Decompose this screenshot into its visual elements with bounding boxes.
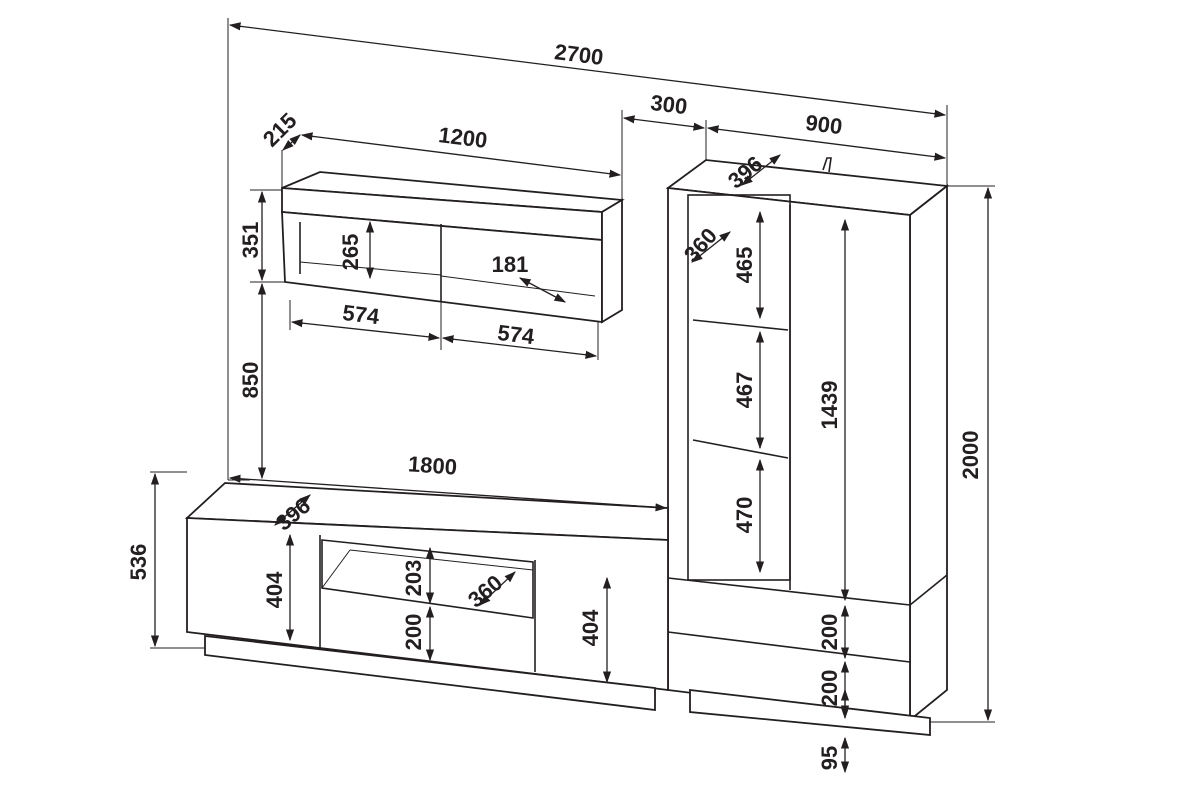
label-mount-height: 850	[238, 362, 263, 399]
label-tv-stand-width: 1800	[407, 451, 458, 479]
label-wall-shelf-depth: 215	[258, 108, 302, 152]
label-tv-door-left: 404	[262, 571, 287, 608]
tv-stand	[184, 482, 669, 712]
label-tall-shelf-top: 465	[732, 247, 757, 284]
label-wall-shelf-width: 1200	[437, 122, 489, 153]
label-tv-stand-height: 536	[126, 544, 151, 581]
label-tall-drawer-bottom: 200	[817, 670, 842, 707]
label-gap: 300	[649, 90, 688, 119]
label-tv-niche-height: 203	[401, 560, 426, 597]
label-tall-door-height: 1439	[817, 381, 842, 430]
label-plinth-height: 95	[817, 746, 842, 770]
label-tall-drawer-top: 200	[817, 614, 842, 651]
label-tall-shelf-middle: 467	[732, 372, 757, 409]
label-wall-shelf-height: 351	[238, 222, 263, 259]
dimension-lines	[150, 22, 993, 774]
label-tv-door-right: 404	[578, 609, 603, 646]
label-section-right: 574	[496, 320, 536, 349]
wall-shelf	[281, 171, 625, 324]
label-wall-shelf-inner-height: 265	[338, 234, 363, 271]
label-wall-shelf-inner-depth: 181	[492, 252, 529, 277]
label-section-left: 574	[341, 300, 381, 329]
label-tall-shelf-bottom: 470	[732, 497, 757, 534]
label-overall-height: 2000	[958, 431, 983, 480]
label-overall-width: 2700	[553, 39, 605, 70]
label-tv-drawer-height: 200	[401, 614, 426, 651]
label-tall-cabinet-width: 900	[804, 110, 843, 139]
tall-cabinet	[665, 157, 950, 736]
